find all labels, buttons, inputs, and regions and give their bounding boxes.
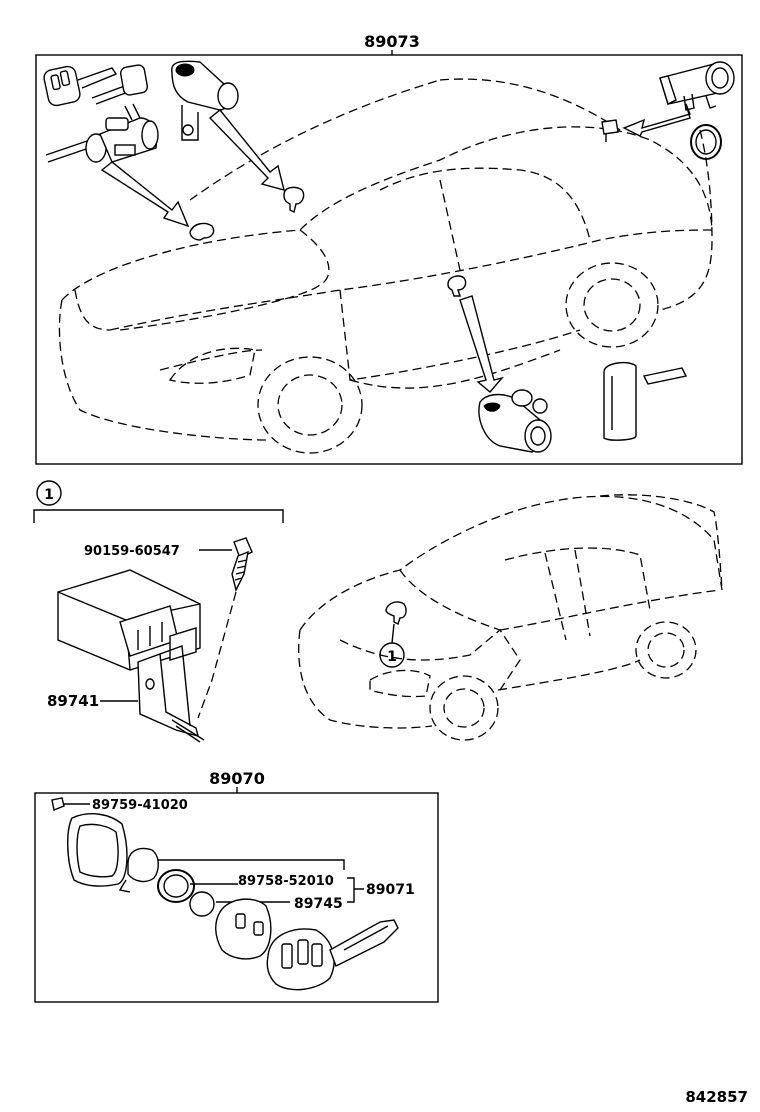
remote-key-fob-icon xyxy=(266,919,399,991)
trunk-cylinder-icon xyxy=(659,61,735,160)
transmitter-cover-icon xyxy=(215,898,272,960)
label-89759-41020[interactable]: 89759-41020 xyxy=(92,798,188,813)
callout-1-car-text: 1 xyxy=(387,649,397,665)
box-89070 xyxy=(34,792,439,1003)
label-89071[interactable]: 89071 xyxy=(366,882,415,898)
box-89073 xyxy=(35,54,743,465)
module-bracket-icon xyxy=(137,645,205,743)
transmitter-case-icon xyxy=(67,813,128,887)
callout-circle-1 xyxy=(36,480,62,506)
battery-icon xyxy=(189,891,215,917)
door-lock-cylinder-icon xyxy=(171,60,239,141)
module-location-mark xyxy=(385,601,407,625)
security-module-icon xyxy=(57,569,201,671)
illustration-number: 842857 xyxy=(685,1088,748,1106)
spring-plate-icon xyxy=(118,847,159,893)
o-ring-icon xyxy=(157,869,195,903)
label-89073[interactable]: 89073 xyxy=(364,32,420,51)
car-right-phantom xyxy=(298,494,723,741)
callout-1-text: 1 xyxy=(44,487,54,503)
label-89741[interactable]: 89741 xyxy=(47,692,99,710)
label-89745[interactable]: 89745 xyxy=(294,896,343,912)
label-89070[interactable]: 89070 xyxy=(209,769,265,788)
car-top-phantom xyxy=(58,78,713,454)
label-89758-52010[interactable]: 89758-52010 xyxy=(238,874,334,889)
door-lock-cylinder-icon xyxy=(478,389,552,453)
bolt-icon xyxy=(197,537,253,719)
label-90159-60547[interactable]: 90159-60547 xyxy=(84,544,180,559)
lock-location-marks xyxy=(189,119,619,297)
screw-icon xyxy=(51,797,65,811)
blank-key-icon xyxy=(603,361,688,441)
callout-arrows xyxy=(100,103,691,393)
ignition-cylinder-icon xyxy=(45,103,159,163)
remote-key-fob-icon xyxy=(43,64,148,107)
callout-circle-1-car xyxy=(379,642,405,668)
